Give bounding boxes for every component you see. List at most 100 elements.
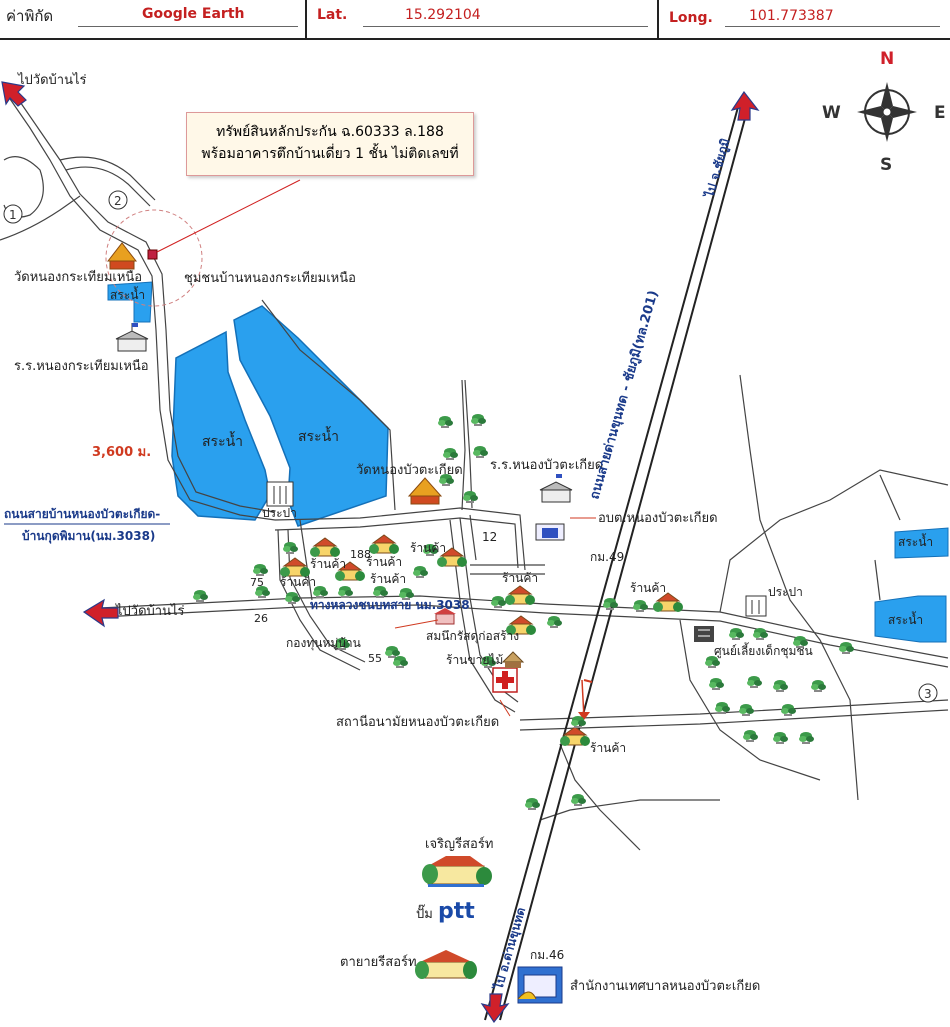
waterworks-icon	[266, 481, 294, 507]
property-callout: ทรัพย์สินหลักประกัน ฉ.60333 ล.188 พร้อมอ…	[186, 112, 474, 176]
resort1-label: เจริญรีสอร์ท	[425, 836, 493, 852]
ptt-logo-icon: ptt	[436, 896, 484, 924]
compass-rose	[857, 82, 917, 142]
construction-store-icon	[434, 608, 456, 625]
road-local-line2: บ้านกุดพิมาน(นม.3038)	[22, 529, 155, 544]
pond-north-label: สระน้ำ	[110, 286, 145, 302]
num-55-label: 55	[368, 652, 382, 665]
callout-line2: พร้อมอาคารตึกบ้านเดี่ยว 1 ชั้น ไม่ติดเลข…	[201, 146, 459, 162]
pond-large-right	[233, 305, 389, 527]
long-value: 101.773387	[749, 8, 834, 24]
shop-label-2: ร้านค้า	[310, 557, 346, 571]
compass-e: E	[934, 103, 946, 123]
circle-2-label: 2	[114, 194, 122, 208]
shop-label-8: ร้านค้า	[590, 741, 626, 755]
coord-label: ค่าพิกัด	[6, 7, 54, 25]
small-arrow-east	[578, 679, 593, 720]
school-north-icon	[115, 323, 149, 352]
school-nongbua-icon	[539, 474, 573, 503]
circle-marker-3	[918, 683, 938, 703]
num-12-label: 12	[482, 530, 497, 544]
shop-label-3: ร้านค้า	[366, 555, 402, 569]
wood-shop-icon	[501, 651, 525, 668]
resort2-label: ตายายรีสอร์ท	[340, 954, 417, 970]
house-icon	[652, 592, 684, 613]
main-highway	[484, 99, 751, 1021]
callout-line1: ทรัพย์สินหลักประกัน ฉ.60333 ล.188	[216, 124, 444, 140]
shop-label-6: ร้านค้า	[502, 571, 538, 585]
pond-east-top	[894, 527, 949, 559]
pond-east-bottom	[874, 595, 947, 643]
circle-3-label: 3	[924, 687, 932, 701]
house-icon	[368, 534, 400, 555]
pond-right-label: สระน้ำ	[298, 426, 339, 445]
circle-marker-1	[3, 204, 23, 224]
to-wat-banrai-top-label: ไปวัดบ้านไร่	[17, 72, 87, 88]
sao-office-label: อบต.หนองบัวตะเกียด	[598, 510, 718, 526]
pond-east-top-label: สระน้ำ	[898, 533, 933, 549]
health-leader	[499, 699, 511, 717]
temple-north-icon	[106, 242, 138, 270]
sao-office-icon	[535, 523, 565, 541]
shop-label-4: ร้านค้า	[280, 575, 316, 589]
coord-cell: ค่าพิกัด Google Earth	[0, 0, 307, 38]
community-north-label: ชุมชนบ้านหนองกระเทียมเหนือ	[184, 270, 356, 286]
road-3038-label: ทางหลวงชนบทสาย นม.3038	[310, 598, 470, 612]
construction-leader	[394, 619, 439, 629]
pond-large-left	[171, 330, 271, 521]
coordinate-header: ค่าพิกัด Google Earth Lat. 15.292104 Lon…	[0, 0, 950, 40]
lat-cell: Lat. 15.292104	[305, 0, 659, 38]
lat-value: 15.292104	[405, 7, 481, 23]
pond-east-bottom-label: สระน้ำ	[888, 611, 923, 627]
long-label: Long.	[669, 10, 713, 26]
road-local-line1: ถนนสายบ้านหนองบัวตะเกียด-	[4, 507, 160, 521]
circle-1-label: 1	[9, 208, 17, 222]
num-188-label: 188	[350, 548, 371, 561]
num-75-label: 75	[250, 576, 264, 589]
source-value: Google Earth	[142, 6, 245, 22]
km46-label: กม.46	[530, 948, 564, 962]
km49-label: กม.49	[590, 550, 624, 564]
lat-label: Lat.	[317, 7, 348, 23]
to-wat-banrai-left-label: ไปวัดบ้านไร่	[115, 603, 185, 619]
ptt-text: ptt	[438, 899, 475, 924]
arrow-to-wat-banrai-top	[1, 81, 27, 107]
property-marker	[105, 179, 301, 307]
municipality-label: สำนักงานเทศบาลหนองบัวตะเกียด	[570, 978, 760, 994]
hospital-icon	[492, 667, 518, 693]
compass-w: W	[822, 103, 841, 123]
house-icon	[504, 585, 536, 606]
wood-shop-label: ร้านขายไม้	[446, 653, 503, 667]
temple-nongbua-icon	[407, 477, 443, 505]
municipality-icon	[517, 966, 563, 1004]
gas-label: ปั๊ม	[416, 904, 433, 922]
resort2-icon	[415, 950, 477, 979]
school-nongbua-label: ร.ร.หนองบัวตะเกียด	[490, 457, 603, 473]
waterworks-east-label: ประปา	[768, 585, 803, 599]
circle-marker-2	[108, 190, 128, 210]
pond-left-label: สระน้ำ	[202, 431, 243, 450]
distance-label: 3,600 ม.	[92, 445, 151, 460]
wat-north-label: วัดหนองกระเทียมเหนือ	[14, 269, 142, 285]
shop-label-1: ร้านค้า	[410, 541, 446, 555]
health-station-label: สถานีอนามัยหนองบัวตะเกียด	[336, 714, 499, 730]
childcare-icon	[694, 626, 714, 642]
compass-s: S	[880, 155, 892, 175]
waterworks-east-icon	[745, 595, 767, 617]
shop-label-5: ร้านค้า	[370, 572, 406, 586]
long-cell: Long. 101.773387	[657, 0, 948, 38]
waterworks-label: ประปา	[262, 506, 297, 520]
arrow-to-wat-banrai-left	[82, 598, 119, 628]
compass-n: N	[880, 49, 894, 69]
arrow-to-dankhuntot	[480, 993, 510, 1024]
num-26-label: 26	[254, 612, 268, 625]
wat-nongbua-label: วัดหนองบัวตะเกียด	[356, 462, 463, 478]
resort1-icon	[422, 856, 492, 887]
village-fund-label: กองทุนหมู่บ้าน	[286, 636, 361, 651]
shop-label-7: ร้านค้า	[630, 581, 666, 595]
childcare-label: ศูนย์เลี้ยงเด็กชุมชน	[714, 642, 813, 659]
to-chaiyaphum-label: ไป จ.ชัยภูมิ	[701, 137, 734, 201]
construction-store-label: สมนึกรัสดุก่อสร้าง	[426, 629, 519, 644]
house-icon	[309, 537, 341, 558]
